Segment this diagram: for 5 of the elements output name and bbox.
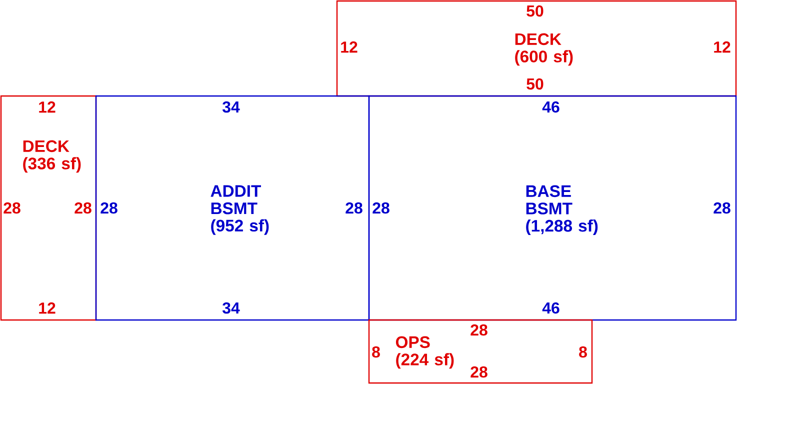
floor-area: ADDIT BSMT (952 sf) 34 28 28 34 [95, 95, 370, 321]
floor-area: DECK (600 sf) 50 12 12 50 [336, 0, 737, 97]
floor-area: OPS (224 sf) 28 8 8 28 [368, 319, 593, 384]
floor-area: DECK (336 sf) 12 28 28 12 [0, 95, 97, 321]
floor-area: BASE BSMT (1,288 sf) 46 28 28 46 [368, 95, 737, 321]
